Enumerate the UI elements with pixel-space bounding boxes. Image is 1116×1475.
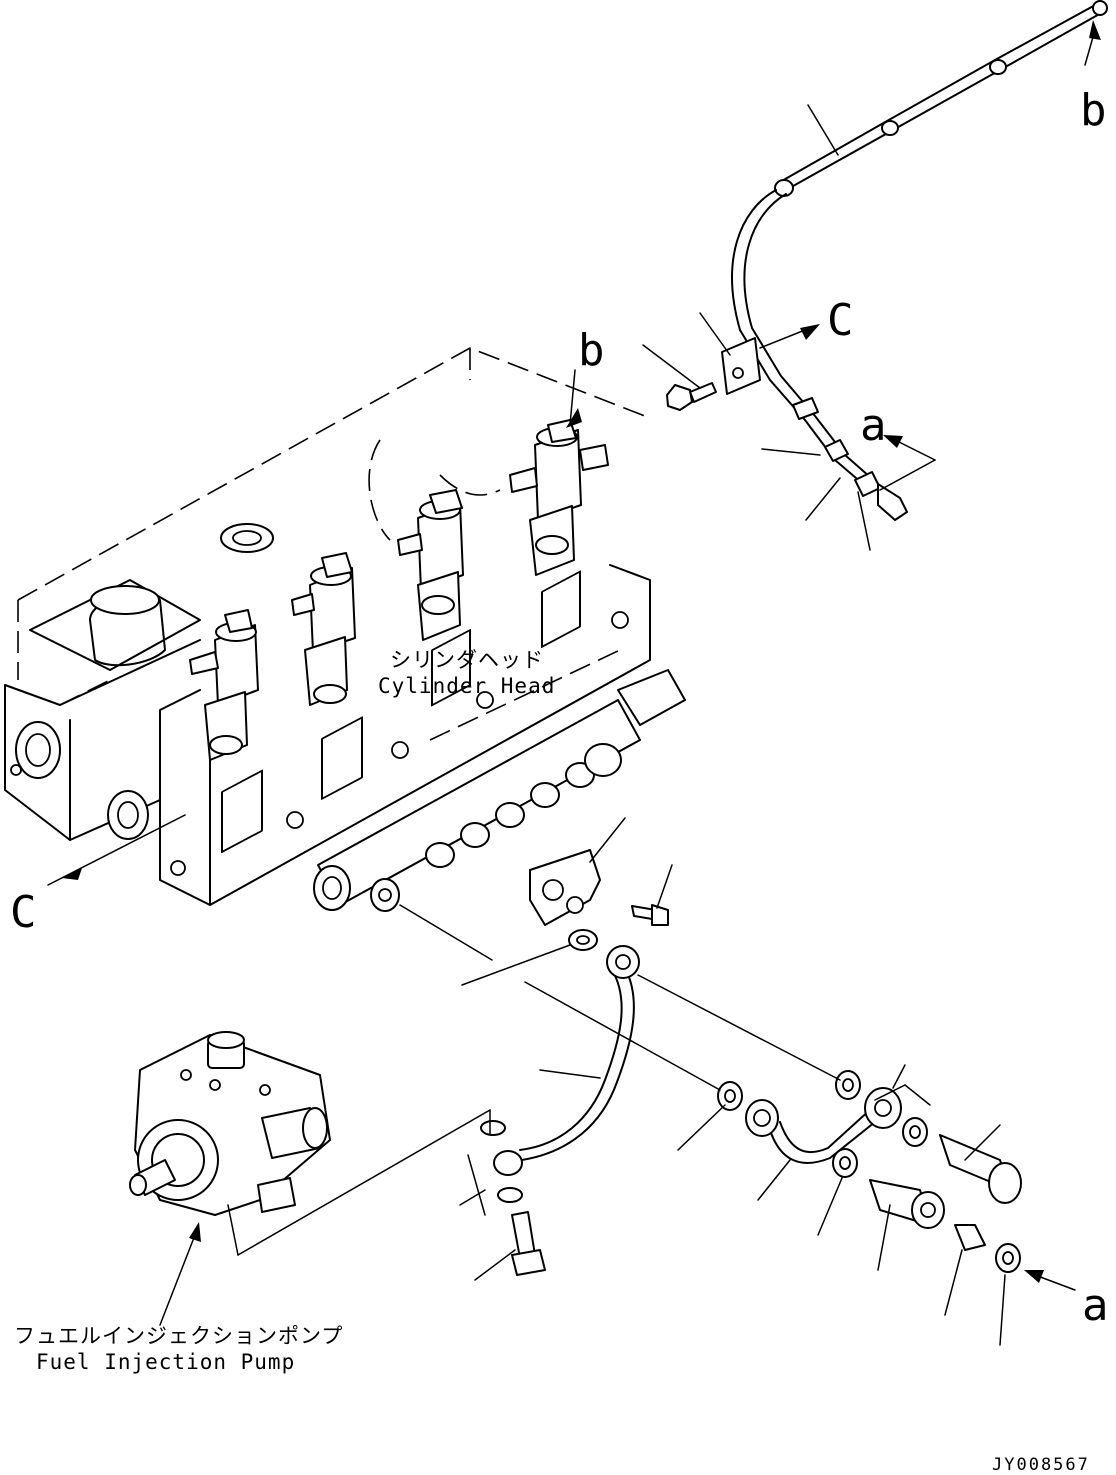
callout-c-head: C: [10, 887, 37, 938]
banjo-bolts: [511, 1134, 1022, 1276]
cylinder-head: [4, 347, 651, 906]
fuel-feed-pipe: [745, 1087, 902, 1164]
fuel-pump-label-en: Fuel Injection Pump: [36, 1350, 295, 1374]
leader-lines-lower: [47, 369, 1076, 1346]
fuel-return-pipe: [721, 0, 1108, 521]
injector-1: [189, 609, 259, 761]
fuel-pump-label-jp: フュエルインジェクションポンプ: [14, 1324, 343, 1348]
callout-b-injector: b: [578, 325, 605, 376]
callout-c-pipe: C: [827, 295, 854, 346]
pipe-banjo-fitting: [877, 483, 908, 521]
callout-a-bottom: a: [1082, 1280, 1109, 1331]
callout-a-pipe: a: [860, 400, 887, 451]
leader-lines-top: [642, 20, 1101, 551]
rail-clamp: [529, 849, 669, 926]
injector-3: [397, 489, 464, 641]
common-rail: [313, 669, 686, 912]
pipe-sleeve: [824, 439, 849, 462]
high-pressure-pipe: [493, 929, 640, 1176]
pipe-joint: [792, 397, 819, 420]
callout-b-top: b: [1080, 85, 1107, 136]
drawing-code: JY008567: [992, 1455, 1090, 1475]
injector-2: [291, 552, 356, 706]
rail-pressure-sensor: [617, 669, 686, 726]
gaskets: [480, 1070, 1021, 1273]
injector-4: [509, 419, 609, 576]
cylinder-head-label-en: Cylinder Head: [378, 674, 555, 698]
cylinder-head-label-jp: シリンダヘッド: [390, 648, 544, 672]
fuel-injection-pump: [129, 1031, 331, 1216]
clamp-bolt: [666, 382, 717, 411]
pipe-clamp-bracket: [721, 337, 761, 395]
